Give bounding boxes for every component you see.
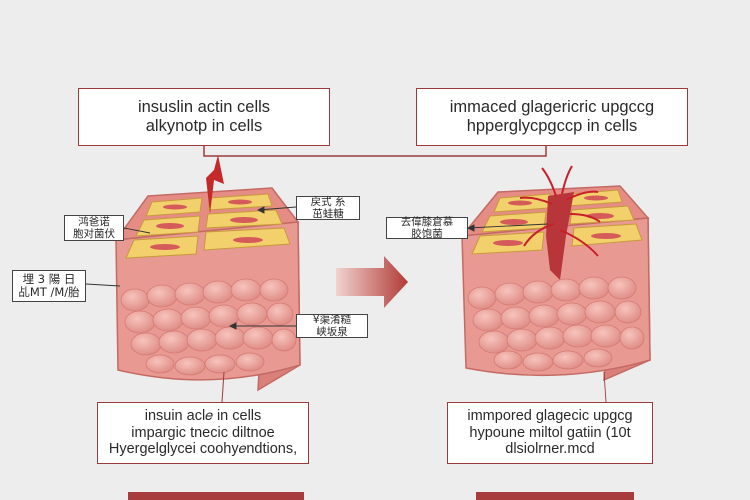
bottom-bar-right (476, 492, 634, 500)
healthy-desc-line2: impargic tnecic diltnoe (131, 424, 275, 441)
label-line: 乩MT /M/胎 (18, 285, 80, 299)
impaired-desc-line3: dlsiolrner.mcd (505, 441, 595, 458)
healthy-description: insuin acl𝑒 in cells impargic tnecic dil… (97, 402, 309, 464)
impaired-title-line1: immaced glagericric upgccg (449, 98, 655, 117)
label-line: 茁蛙糖 (312, 208, 344, 220)
label-cell-membrane-left: 埋 3 陽 日 乩MT /M/胎 (12, 270, 86, 302)
inflammation-streaks (519, 165, 601, 257)
bottom-bar-left (128, 492, 304, 500)
connector-lines (203, 146, 547, 157)
label-cells-left-block: ¥渠淆糙 峡坂泉 (296, 314, 368, 338)
insulin-signal-arrow (206, 155, 224, 214)
label-line: 峡坂泉 (316, 326, 348, 338)
right-pointer-lines (466, 223, 607, 403)
transition-arrow (336, 256, 408, 308)
label-line: 戻式 糸 (310, 195, 346, 208)
label-line: 埋 3 陽 日 (22, 271, 76, 286)
damage-cleft (546, 192, 574, 280)
impaired-state-title: immaced glagericric upgccg hpperglycpgcc… (416, 88, 688, 146)
healthy-title-line1: insuslin actin cells (137, 98, 271, 117)
healthy-desc-line1: insuin acl𝑒 in cells (144, 407, 262, 424)
healthy-state-title: insuslin actin cells alkynotp in cells (78, 88, 330, 146)
label-line: 胶饱菌 (411, 228, 443, 240)
left-pointer-lines (85, 206, 297, 330)
label-fat-layer-left: 鸿爸诺 胞对菌伏 (64, 215, 124, 241)
healthy-desc-line3: Hyergelglycei coohy𝑒ndtions, (108, 441, 298, 458)
healthy-title-line2: alkynotp in cells (145, 117, 263, 135)
impaired-desc-line2: hypoune miltol gatiin (10t (469, 424, 631, 441)
cell-cluster (120, 278, 297, 376)
label-line: 鸿爸诺 (78, 215, 110, 228)
label-damage-right-block: 去偉膝倉慕 胶饱菌 (386, 215, 468, 240)
healthy-tissue-block (114, 155, 301, 392)
label-line: 去偉膝倉慕 (400, 215, 454, 228)
damaged-tissue-block (460, 165, 651, 382)
label-upper-right-left-block: 戻式 糸 茁蛙糖 (296, 196, 360, 220)
fat-layer (125, 193, 291, 259)
impaired-description: immpored glagecic upgcg hypoune miltol g… (447, 402, 653, 464)
impaired-title-line2: hpperglycpgccp in cells (466, 117, 638, 135)
label-line: ¥渠淆糙 (312, 313, 352, 326)
label-line: 胞对菌伏 (73, 228, 115, 240)
impaired-desc-line1: immpored glagecic upgcg (467, 407, 633, 424)
